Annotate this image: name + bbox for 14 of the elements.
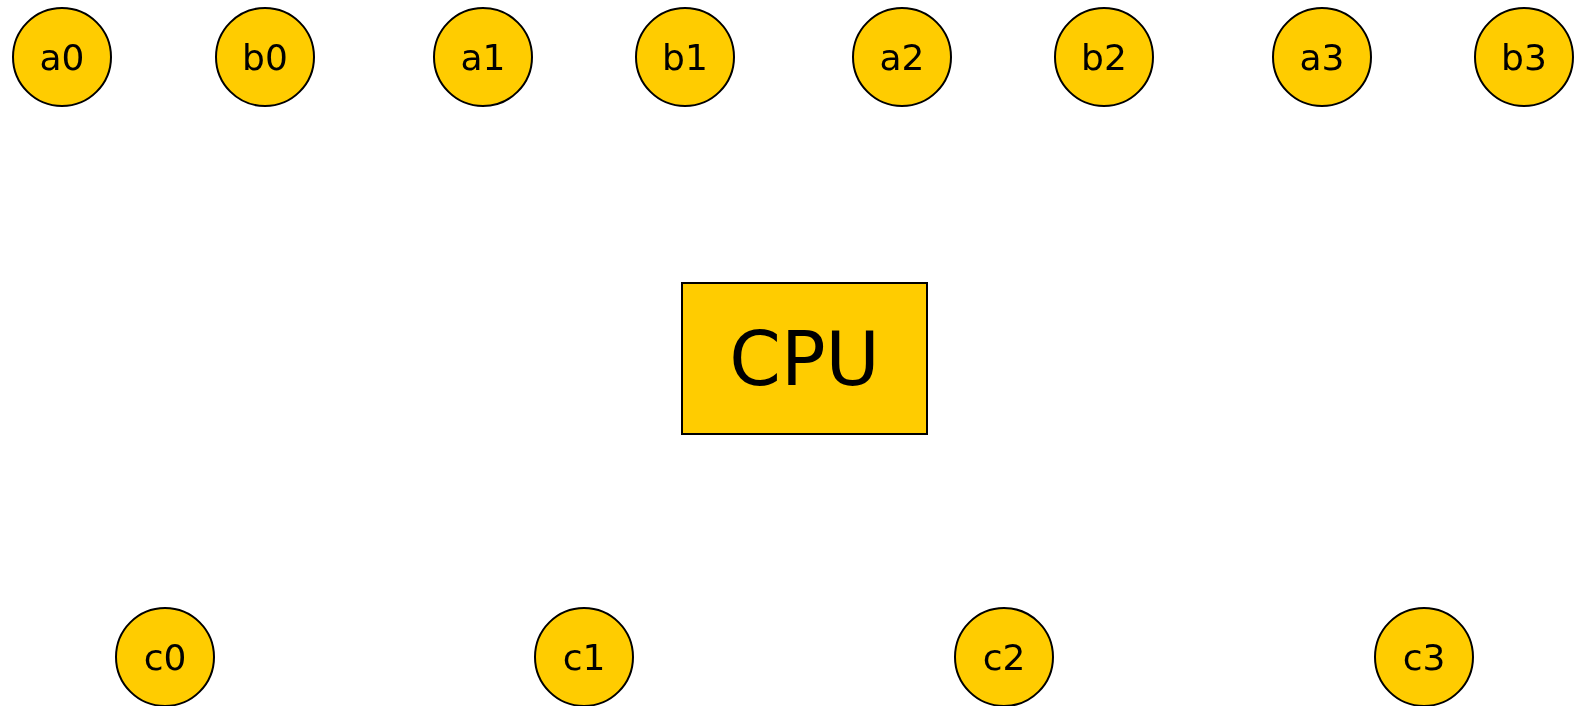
- node-label: a0: [39, 36, 85, 78]
- node-label: c2: [982, 636, 1026, 678]
- node-label: a1: [460, 36, 506, 78]
- node-label: c1: [562, 636, 606, 678]
- node-label: b2: [1081, 36, 1127, 78]
- process-box: [681, 282, 928, 435]
- node-label: c0: [143, 636, 187, 678]
- node-label: b1: [662, 36, 708, 78]
- node-label: b3: [1501, 36, 1547, 78]
- node-label: a3: [1299, 36, 1345, 78]
- node-label: c3: [1402, 636, 1446, 678]
- node-label: a2: [879, 36, 925, 78]
- node-label: b0: [242, 36, 288, 78]
- node-label: CPU: [729, 315, 880, 402]
